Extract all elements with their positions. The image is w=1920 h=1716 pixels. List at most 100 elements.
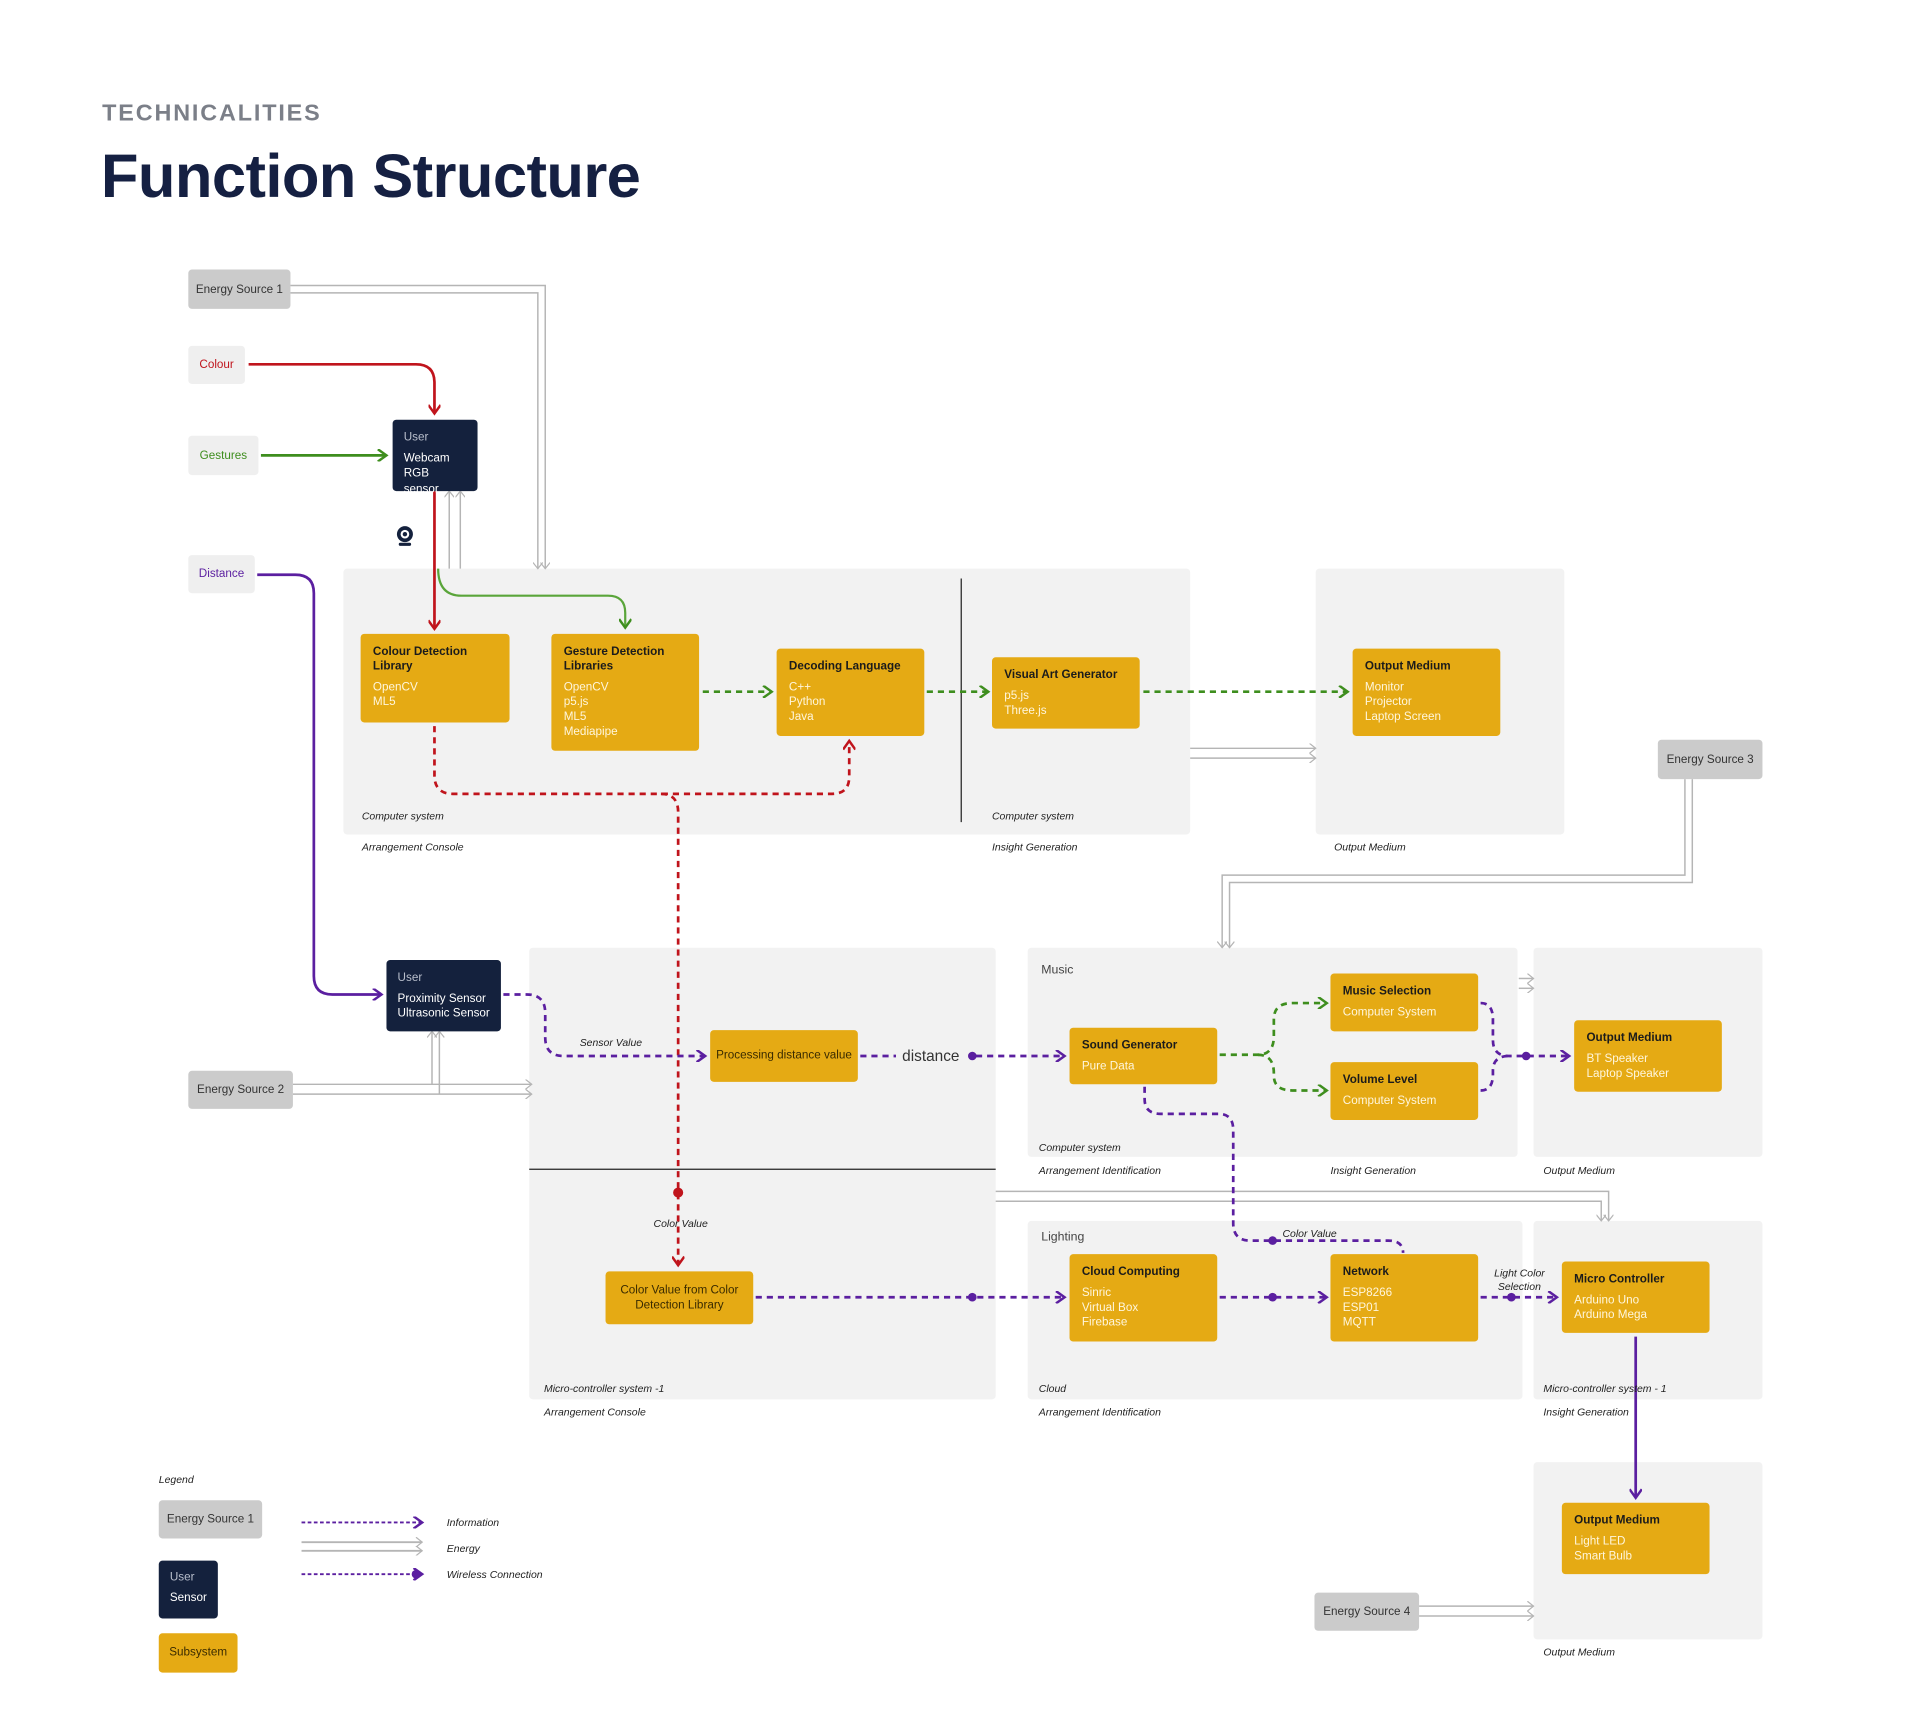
legend-title: Legend: [158, 1473, 194, 1486]
subsystem-line: Monitor: [1364, 680, 1404, 695]
panel-title: Lighting: [1041, 1230, 1085, 1245]
purple-lines: [257, 573, 1635, 1498]
subsystem-line: ML5: [563, 710, 587, 724]
input-distance: Distance: [188, 555, 255, 594]
green-lines: [260, 455, 1348, 1090]
subsystem-line: p5.js: [563, 695, 589, 709]
user-line: Webcam: [403, 451, 450, 465]
subsystem-line: Projector: [1364, 695, 1412, 709]
subsystem-line: ML5: [372, 695, 396, 709]
panel-label: Arrangement Console: [544, 1405, 646, 1418]
subsystem-visual-art-generator: Visual Art Generator p5.js Three.js: [992, 657, 1140, 729]
subsystem-music-selection: Music Selection Computer System: [1330, 973, 1479, 1032]
panel-label: Insight Generation: [1543, 1405, 1629, 1418]
subsystem-micro-controller: Micro Controller Arduino Uno Arduino Meg…: [1561, 1261, 1710, 1333]
subsystem-line: MQTT: [1342, 1315, 1376, 1330]
subsystem-processing-distance: Processing distance value: [710, 1030, 858, 1082]
subsystem-title: Cloud Computing: [1081, 1265, 1180, 1279]
legend-energy-source: Energy Source 1: [158, 1500, 263, 1539]
panel-label: Cloud: [1038, 1382, 1067, 1395]
energy-source-2: Energy Source 2: [188, 1070, 293, 1109]
subsystem-line: OpenCV: [563, 680, 609, 695]
subsystem-title: Color Value from Color Detection Library: [620, 1283, 739, 1312]
subsystem-volume-level: Volume Level Computer System: [1330, 1062, 1479, 1121]
panel-label: Output Medium: [1334, 840, 1406, 853]
subsystem-line: Mediapipe: [563, 724, 618, 739]
kicker: TECHNICALITIES: [102, 100, 322, 127]
panel-label: Computer system: [992, 809, 1074, 823]
legend-energy: Energy: [446, 1542, 480, 1555]
user-head: User: [397, 971, 423, 985]
flow-label-sensor-value: Sensor Value: [579, 1036, 643, 1049]
subsystem-line: Three.js: [1004, 704, 1047, 718]
legend-user-line: Sensor: [169, 1590, 207, 1605]
subsystem-title: Music Selection: [1342, 984, 1432, 999]
legend-subsystem: Subsystem: [158, 1633, 238, 1673]
user-line: Proximity Sensor: [397, 991, 486, 1005]
subsystem-title: Processing distance value: [716, 1048, 852, 1063]
user-line: Ultrasonic Sensor: [397, 1006, 490, 1021]
subsystem-line: OpenCV: [372, 680, 418, 695]
subsystem-line: Sinric: [1081, 1286, 1112, 1300]
panel-label: Insight Generation: [992, 840, 1078, 853]
panel-label: Arrangement Identification: [1038, 1405, 1161, 1418]
subsystem-output-light: Output Medium Light LED Smart Bulb: [1561, 1502, 1710, 1575]
subsystem-title: Decoding Language: [788, 659, 901, 674]
subsystem-title: Output Medium: [1586, 1031, 1673, 1045]
panel-title: Music: [1041, 963, 1074, 978]
subsystem-line: Firebase: [1081, 1315, 1128, 1330]
subsystem-color-value: Color Value from Color Detection Library: [605, 1271, 754, 1325]
webcam-icon: [396, 526, 413, 546]
legend-information: Information: [446, 1516, 500, 1529]
subsystem-line: Arduino Mega: [1574, 1308, 1647, 1322]
energy-source-1: Energy Source 1: [188, 269, 291, 309]
subsystem-line: Java: [788, 710, 814, 724]
subsystem-sound-generator: Sound Generator Pure Data: [1069, 1027, 1218, 1085]
flow-label-distance: distance: [902, 1047, 960, 1065]
red-lines: [248, 362, 850, 1265]
panel-label: Arrangement Identification: [1038, 1164, 1161, 1177]
subsystem-line: Laptop Speaker: [1586, 1067, 1670, 1081]
input-colour: Colour: [188, 345, 245, 385]
subsystem-title: Colour Detection Library: [372, 644, 468, 674]
legend-wireless: Wireless Connection: [446, 1568, 543, 1581]
subsystem-line: Laptop Screen: [1364, 710, 1441, 724]
flow-label-color-value: Color Value: [653, 1217, 708, 1230]
panel-label: Arrangement Console: [361, 840, 464, 853]
panel-label: Insight Generation: [1330, 1164, 1416, 1177]
flow-label-light-color: Selection: [1497, 1280, 1541, 1293]
subsystem-line: p5.js: [1004, 689, 1030, 703]
subsystem-cloud-computing: Cloud Computing Sinric Virtual Box Fireb…: [1069, 1254, 1218, 1342]
subsystem-gesture-detection: Gesture Detection Libraries OpenCV p5.js…: [551, 633, 700, 751]
subsystem-output-visual: Output Medium Monitor Projector Laptop S…: [1352, 648, 1501, 737]
energy-source-4: Energy Source 4: [1314, 1592, 1420, 1631]
legend-subsystem-label: Subsystem: [169, 1645, 228, 1660]
legend-lines: [301, 1522, 423, 1578]
flow-label-color-value: Color Value: [1282, 1227, 1337, 1240]
flow-label-light-color: Light Color: [1494, 1266, 1545, 1279]
energy-source-3: Energy Source 3: [1657, 739, 1763, 780]
subsystem-title: Volume Level: [1342, 1073, 1418, 1087]
subsystem-line: ESP8266: [1342, 1286, 1393, 1300]
subsystem-decoding-language: Decoding Language C++ Python Java: [776, 648, 925, 737]
subsystem-title: Output Medium: [1364, 659, 1451, 674]
subsystem-title: Network: [1342, 1265, 1389, 1279]
panel-label: Micro-controller system -1: [544, 1382, 665, 1395]
legend-user: User Sensor: [158, 1560, 218, 1619]
subsystem-line: Arduino Uno: [1574, 1293, 1640, 1308]
subsystem-line: Computer System: [1342, 1005, 1437, 1020]
subsystem-title: Output Medium: [1574, 1513, 1660, 1528]
user-webcam: User Webcam RGB sensor: [392, 419, 478, 495]
panel-label: Computer system: [1038, 1140, 1121, 1154]
subsystem-line: C++: [788, 680, 812, 695]
wireless-connection-markers: [968, 1051, 1531, 1302]
subsystem-line: Computer System: [1342, 1094, 1437, 1108]
energy-lines: [290, 284, 1694, 1616]
subsystem-line: Python: [788, 695, 826, 709]
subsystem-colour-detection: Colour Detection Library OpenCV ML5: [360, 633, 510, 723]
panel-label: Computer system: [361, 809, 444, 823]
user-proximity: User Proximity Sensor Ultrasonic Sensor: [386, 960, 501, 1032]
subsystem-title: Visual Art Generator: [1004, 668, 1118, 682]
